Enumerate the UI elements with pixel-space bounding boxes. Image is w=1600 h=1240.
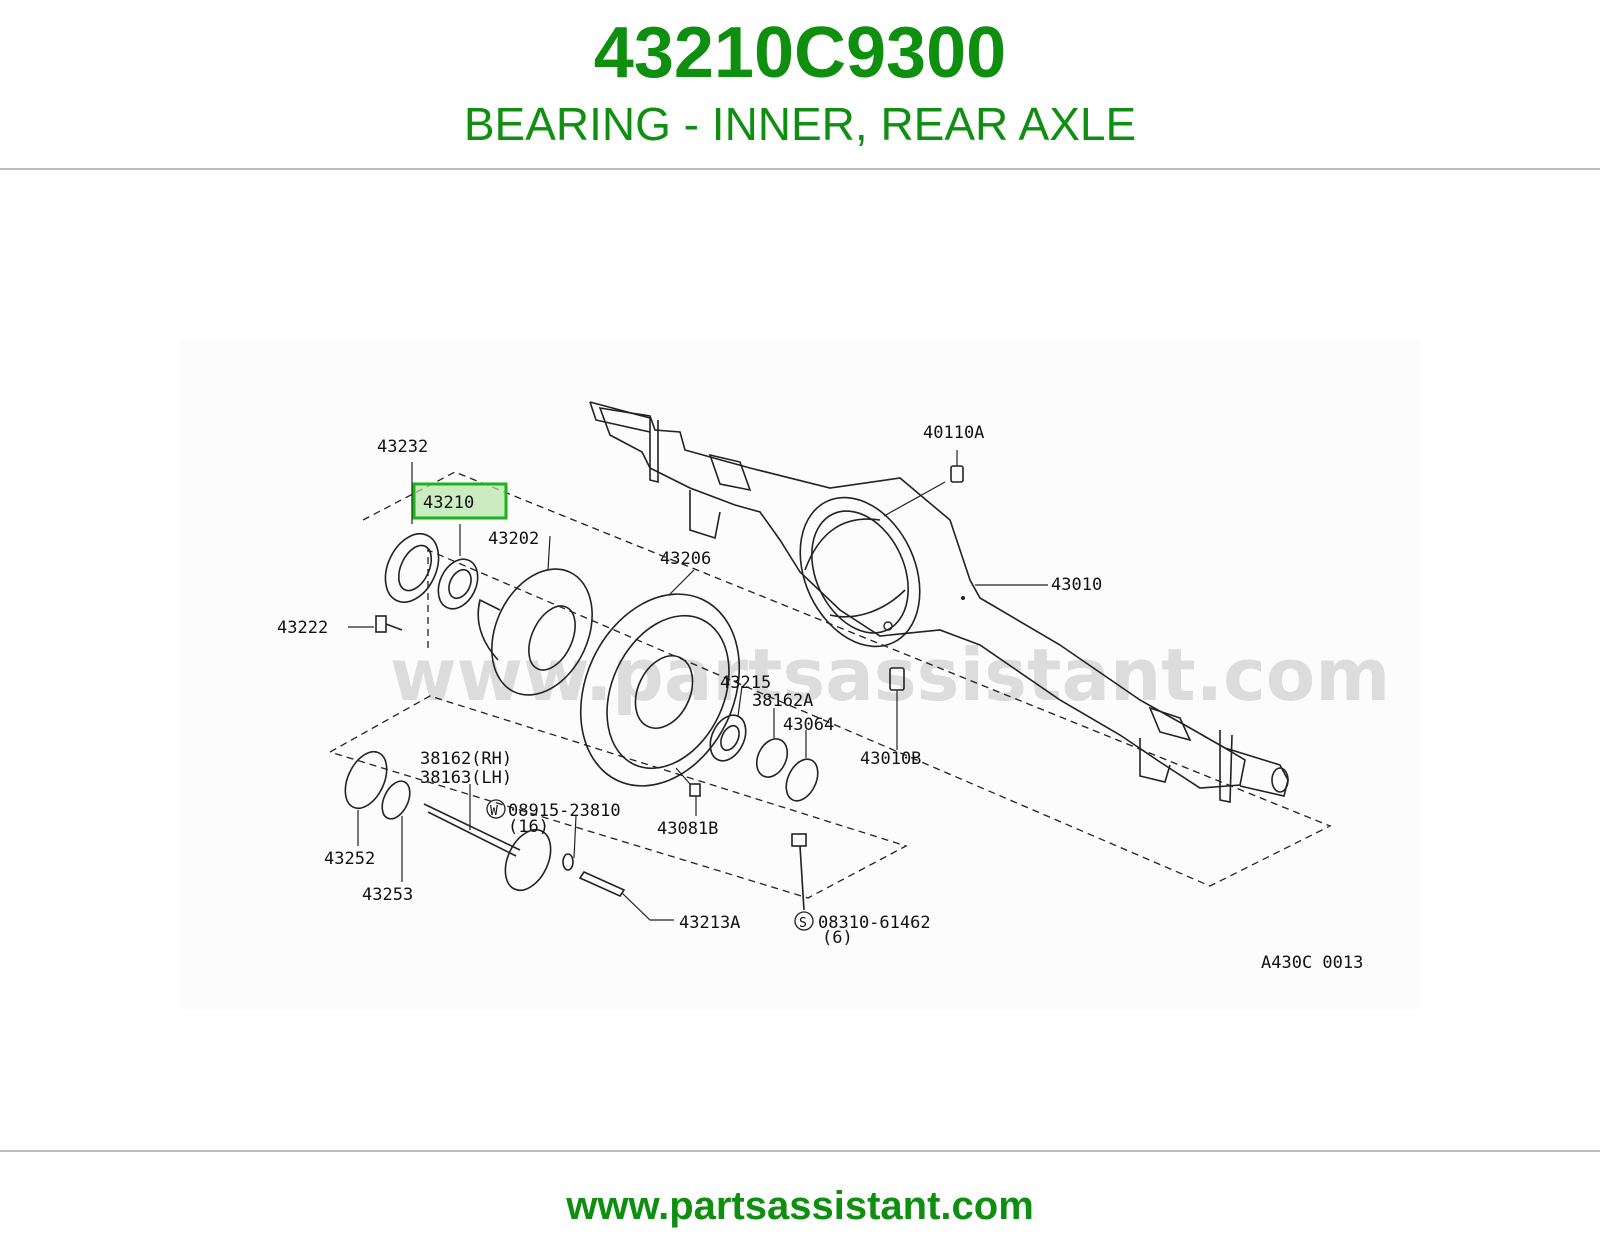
label-08915-23810[interactable]: 08915-23810 bbox=[508, 801, 621, 821]
w-symbol-icon bbox=[486, 799, 506, 819]
o-ring-43253-icon bbox=[381, 780, 411, 820]
figure-code: A430C 0013 bbox=[1261, 953, 1363, 973]
axle-shaft-38162-icon bbox=[423, 803, 552, 892]
parts-diagram-panel: www.partsassistant.com bbox=[180, 340, 1420, 1010]
label-43206[interactable]: 43206 bbox=[660, 549, 711, 569]
label-43252[interactable]: 43252 bbox=[324, 849, 375, 869]
exploded-parts-diagram: www.partsassistant.com bbox=[277, 401, 1390, 973]
label-43202[interactable]: 43202 bbox=[488, 529, 539, 549]
part-number-title: 43210C9300 bbox=[593, 13, 1007, 93]
label-43232[interactable]: 43232 bbox=[377, 437, 428, 457]
drain-plug-43010b-icon bbox=[889, 667, 905, 750]
label-43010[interactable]: 43010 bbox=[1051, 575, 1102, 595]
label-40110a[interactable]: 40110A bbox=[923, 423, 984, 443]
bolt-43213a-icon bbox=[578, 870, 674, 921]
header-divider bbox=[0, 168, 1600, 170]
label-43215[interactable]: 43215 bbox=[720, 673, 771, 693]
bolt-08310-icon bbox=[791, 833, 807, 911]
breather-40110a-icon bbox=[950, 450, 964, 483]
axle-housing bbox=[589, 401, 1289, 803]
label-08310-61462[interactable]: 08310-61462 bbox=[818, 913, 931, 933]
washer-08915-icon bbox=[562, 853, 574, 871]
label-43064[interactable]: 43064 bbox=[783, 715, 834, 735]
highlight-box-43210[interactable] bbox=[412, 482, 508, 520]
label-08915-qty: (16) bbox=[508, 817, 549, 837]
label-43213a[interactable]: 43213A bbox=[679, 913, 740, 933]
label-43010b[interactable]: 43010B bbox=[860, 749, 921, 769]
oil-seal-43232-icon bbox=[384, 533, 440, 603]
w-symbol-letter: W bbox=[490, 804, 498, 819]
washer-38162a-icon bbox=[755, 738, 789, 778]
outer-bearing-43215-icon bbox=[709, 714, 747, 762]
shaft-assembly-dashed-box bbox=[329, 695, 908, 899]
label-08310-qty: (6) bbox=[822, 928, 853, 948]
label-43210[interactable]: 43210 bbox=[423, 493, 474, 513]
label-43222[interactable]: 43222 bbox=[277, 618, 328, 638]
nut-43081b-icon bbox=[689, 783, 701, 816]
footer-website-link[interactable]: www.partsassistant.com bbox=[566, 1184, 1034, 1228]
part-description: BEARING - INNER, REAR AXLE bbox=[463, 98, 1137, 150]
bolt-43222-icon bbox=[375, 615, 403, 633]
hub-43202-icon bbox=[477, 568, 593, 696]
s-symbol-icon bbox=[794, 911, 814, 931]
label-38162a[interactable]: 38162A bbox=[752, 691, 813, 711]
label-38162-rh[interactable]: 38162(RH) bbox=[420, 749, 512, 769]
footer-divider bbox=[0, 1150, 1600, 1152]
hub-cap-43252-icon bbox=[344, 750, 388, 810]
inner-bearing-43210-icon bbox=[437, 558, 479, 610]
brake-drum-43206-icon bbox=[579, 593, 741, 787]
label-38163-lh[interactable]: 38163(LH) bbox=[420, 768, 512, 788]
lock-nut-43064-icon bbox=[785, 758, 819, 802]
label-43081b[interactable]: 43081B bbox=[657, 819, 718, 839]
label-43253[interactable]: 43253 bbox=[362, 885, 413, 905]
hub-assembly-dashed-box bbox=[362, 471, 1332, 887]
s-symbol-letter: S bbox=[799, 916, 807, 931]
